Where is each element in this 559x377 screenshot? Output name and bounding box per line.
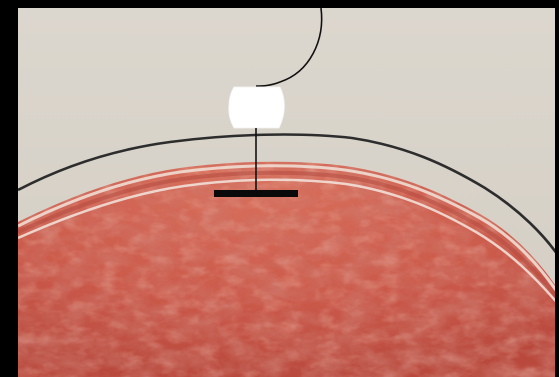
cylindrical-sensor-icon [229, 87, 285, 128]
electrode-plate [214, 190, 298, 197]
